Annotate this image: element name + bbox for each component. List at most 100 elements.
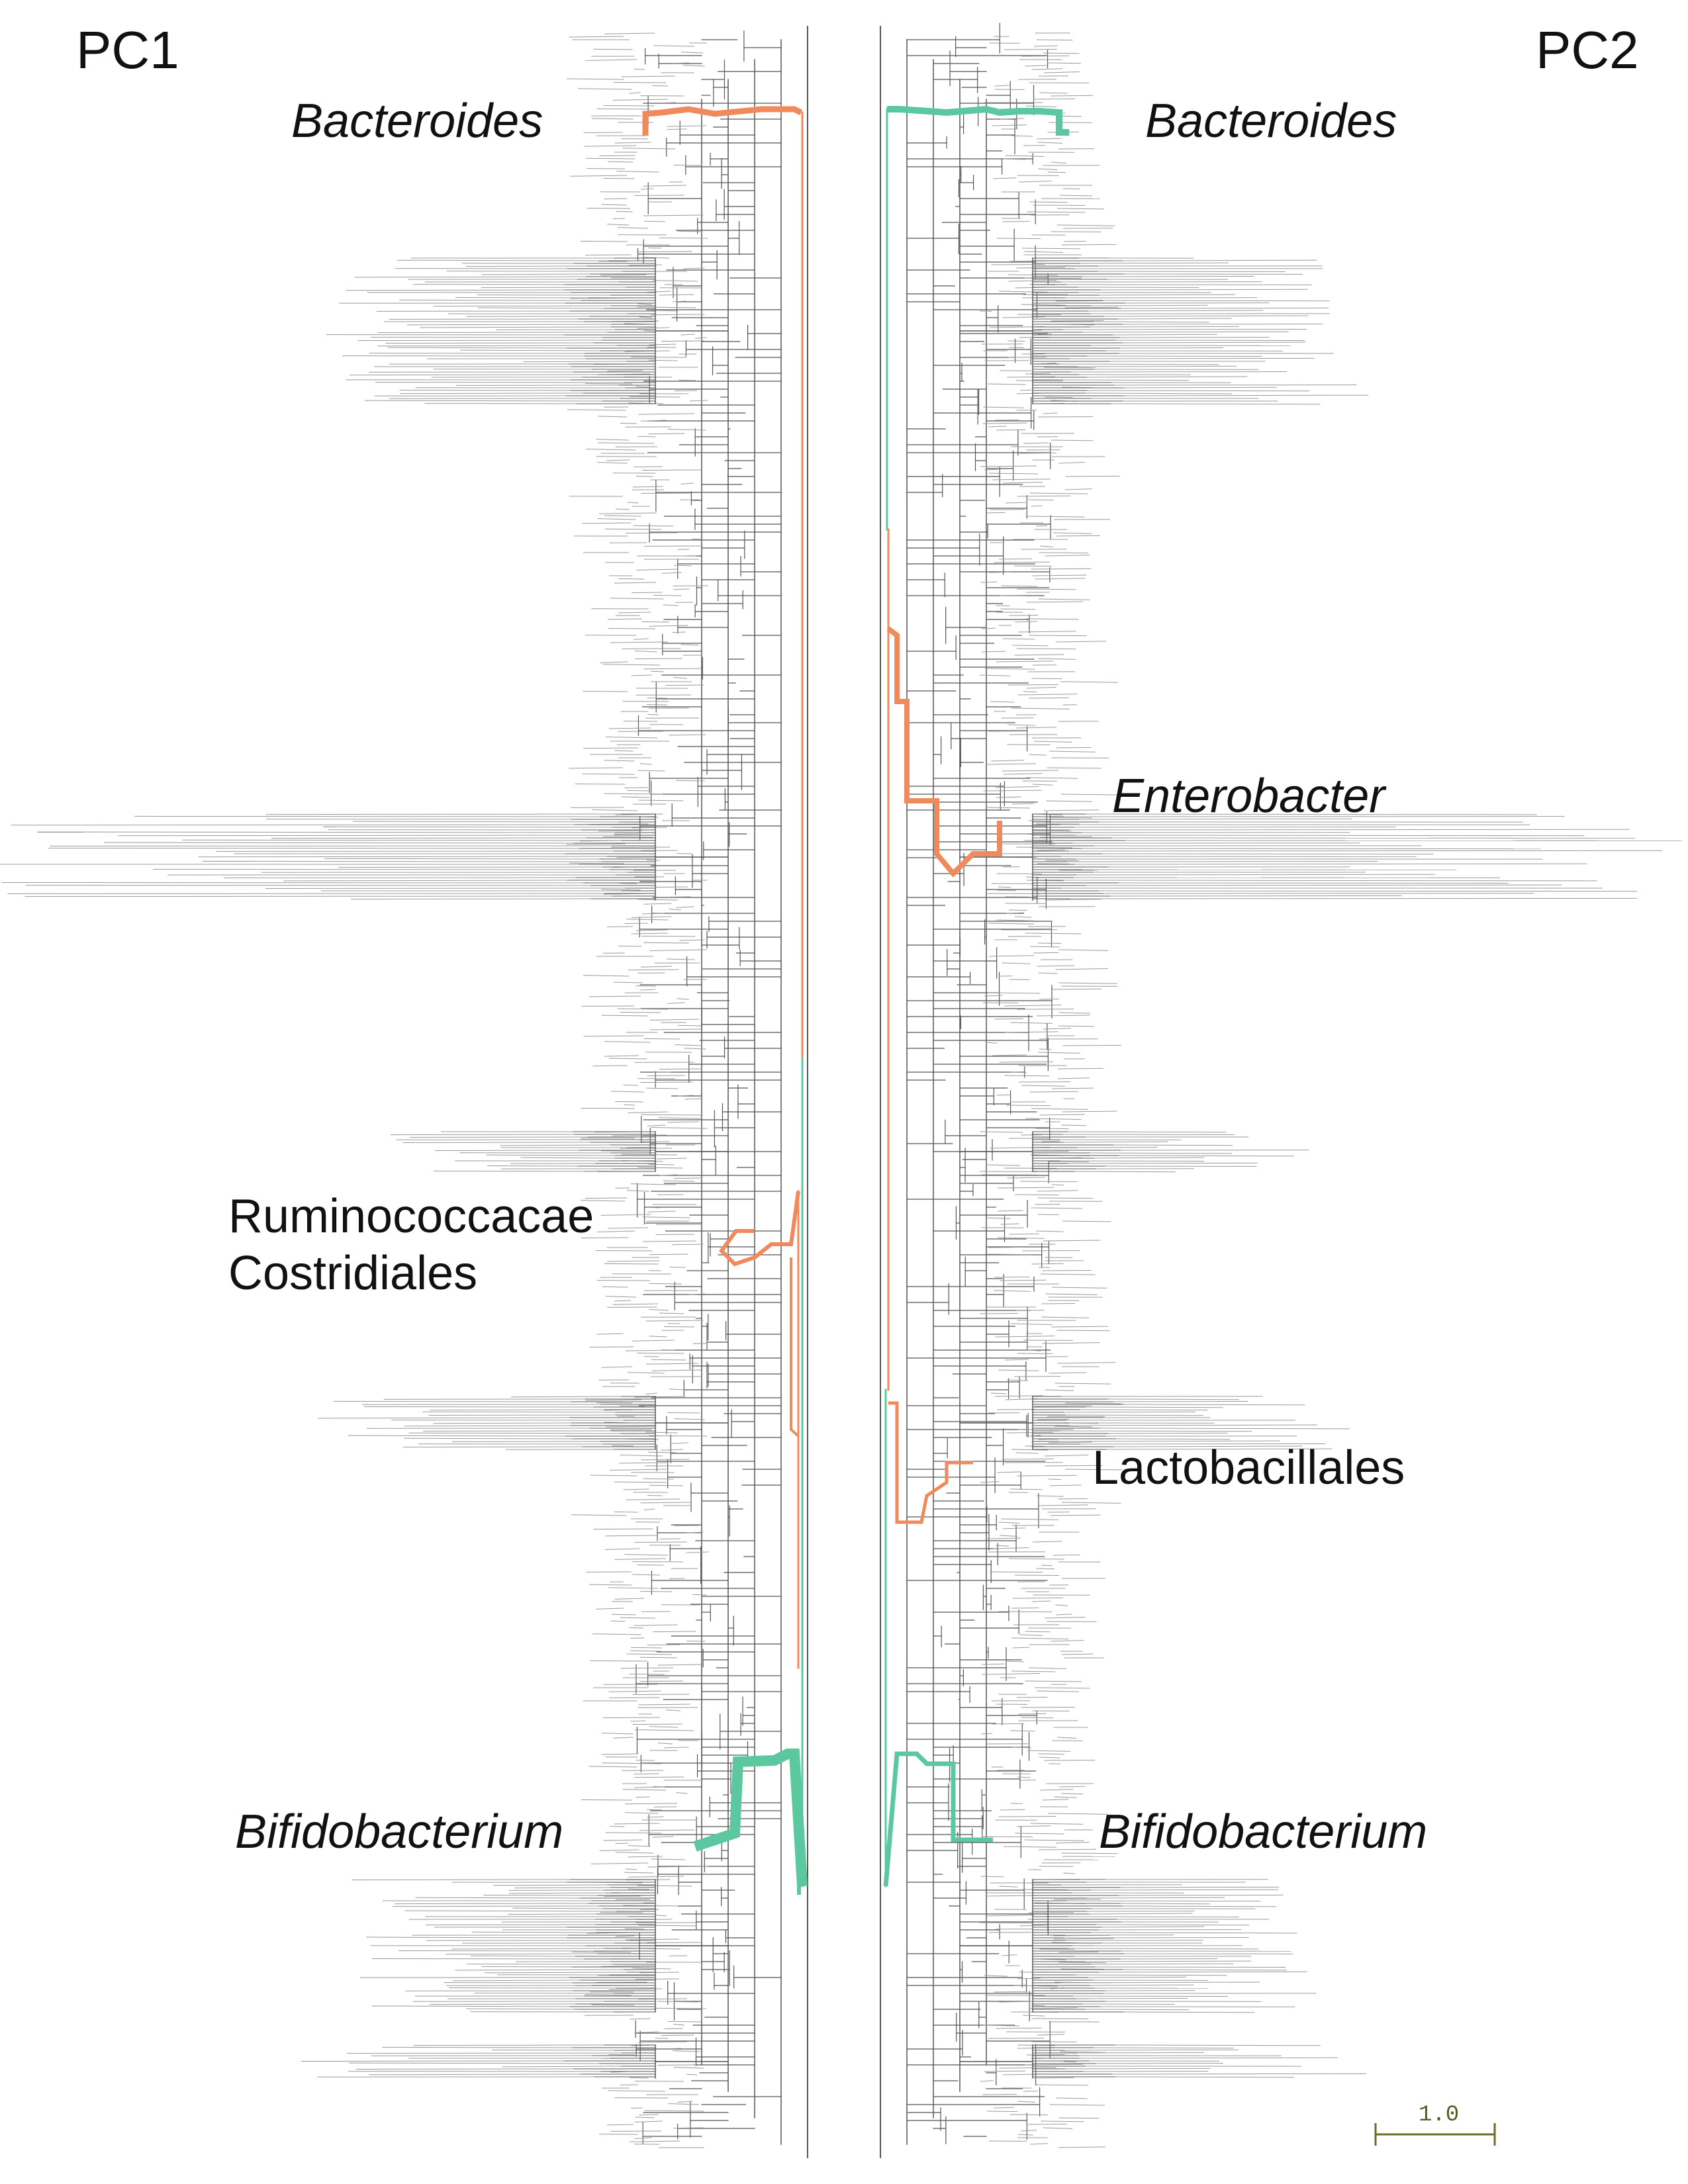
tree-tip: [602, 1733, 633, 1735]
tree-tip: [647, 1210, 676, 1212]
pc1-bifidobacterium-highlight: [693, 1749, 808, 1887]
tree-tip: [1004, 1075, 1050, 1077]
tree-tip: [996, 786, 1039, 788]
tree-tip: [357, 340, 602, 341]
tree-tip: [1025, 1118, 1082, 1120]
tree-tip: [651, 314, 705, 316]
tree-tip: [666, 1709, 680, 1711]
tree-tip: [1063, 1872, 1075, 1874]
tree-tip: [1016, 1825, 1051, 1827]
tree-tip: [602, 1762, 661, 1764]
tree-tip: [649, 1028, 701, 1030]
tree-tip: [1062, 1134, 1235, 1136]
tree-tip: [661, 1449, 683, 1451]
tree-tip: [591, 118, 633, 120]
tree-tip: [648, 1451, 677, 1453]
tree-tip: [486, 1154, 615, 1156]
tree-tip: [986, 512, 1006, 514]
tree-tip: [382, 2046, 573, 2048]
tree-tip: [628, 1111, 669, 1114]
tree-tip: [680, 482, 694, 484]
tree-tip: [1042, 1799, 1069, 1801]
tree-tip: [1062, 379, 1189, 381]
tree-tip: [631, 674, 652, 676]
tree-tip: [638, 799, 684, 801]
tree-tip: [1002, 1954, 1017, 1956]
tree-tip: [612, 1445, 633, 1447]
tree-tip: [641, 1459, 690, 1461]
tree-tip: [1036, 138, 1062, 140]
tree-tip: [627, 1653, 673, 1655]
tree-tip: [640, 1081, 692, 1083]
tree-tip: [665, 684, 704, 686]
tree-tip: [1077, 2052, 1204, 2054]
tree-tip: [1074, 1171, 1176, 1173]
tree-tip: [606, 737, 658, 739]
tree-tip: [1021, 304, 1066, 306]
tree-tip: [598, 512, 657, 514]
tree-tip: [601, 1015, 648, 1017]
tree-tip: [1027, 1349, 1041, 1351]
tree-tip: [1025, 1680, 1082, 1682]
tree-tip: [676, 852, 692, 854]
tree-tip: [673, 300, 687, 302]
tree-tip: [987, 1253, 1033, 1255]
tree-tip: [641, 966, 672, 968]
tree-tip: [614, 582, 657, 584]
tree-tip: [1043, 412, 1058, 414]
tree-tip: [628, 1856, 663, 1858]
tree-tip: [985, 1895, 1039, 1897]
tree-tip: [643, 1508, 655, 1510]
tree-tip: [602, 664, 660, 666]
tree-tip: [657, 1664, 704, 1666]
tree-tip: [601, 889, 641, 891]
tree-tip: [1056, 1614, 1072, 1615]
tree-tip: [1069, 357, 1315, 359]
tree-tip: [980, 465, 1037, 467]
tree-tip: [471, 1931, 596, 1933]
tree-tip: [996, 660, 1053, 662]
tree-tip: [1051, 95, 1094, 97]
tree-tip: [654, 2007, 706, 2009]
tree-tip: [1076, 874, 1436, 876]
tree-tip: [680, 334, 695, 336]
tree-tip: [348, 1435, 565, 1437]
tree-tip: [1115, 2044, 1321, 2046]
tree-tip: [1034, 2077, 1074, 2079]
tree-tip: [1064, 1469, 1123, 1471]
tree-tip: [669, 2048, 681, 2050]
tree-tip: [1016, 1696, 1048, 1698]
tree-tip: [413, 2044, 604, 2046]
tree-tip: [1051, 439, 1094, 441]
tree-tip: [1078, 365, 1237, 367]
tree-tip: [118, 835, 614, 837]
tree-tip: [676, 1792, 688, 1794]
tree-tip: [492, 1884, 608, 1886]
tree-tip: [596, 439, 629, 441]
tree-tip: [981, 651, 1006, 653]
tree-tip: [612, 99, 669, 101]
tree-tip: [1045, 1454, 1089, 1457]
tree-tip: [1059, 363, 1219, 365]
tree-tip: [1034, 741, 1072, 743]
tree-tip: [1110, 895, 1402, 897]
tree-tip: [1024, 277, 1082, 279]
tree-tip: [1002, 962, 1031, 964]
tree-tip: [415, 1897, 581, 1899]
tree-tip: [996, 238, 1041, 240]
tree-tip: [1123, 2011, 1255, 2013]
tree-tip: [1041, 1316, 1090, 1318]
tree-tip: [481, 273, 590, 275]
tree-tip: [1039, 972, 1058, 974]
tree-tip: [630, 1647, 662, 1649]
tree-tip: [1039, 1048, 1052, 1050]
tree-tip: [648, 433, 685, 435]
tree-tip: [612, 1614, 636, 1615]
tree-tip: [652, 85, 668, 87]
tree-tip: [997, 1408, 1035, 1410]
tree-tip: [1002, 770, 1059, 772]
tree-tip: [986, 2111, 1018, 2113]
tree-tip: [998, 1522, 1020, 1524]
tree-tip: [598, 416, 627, 418]
